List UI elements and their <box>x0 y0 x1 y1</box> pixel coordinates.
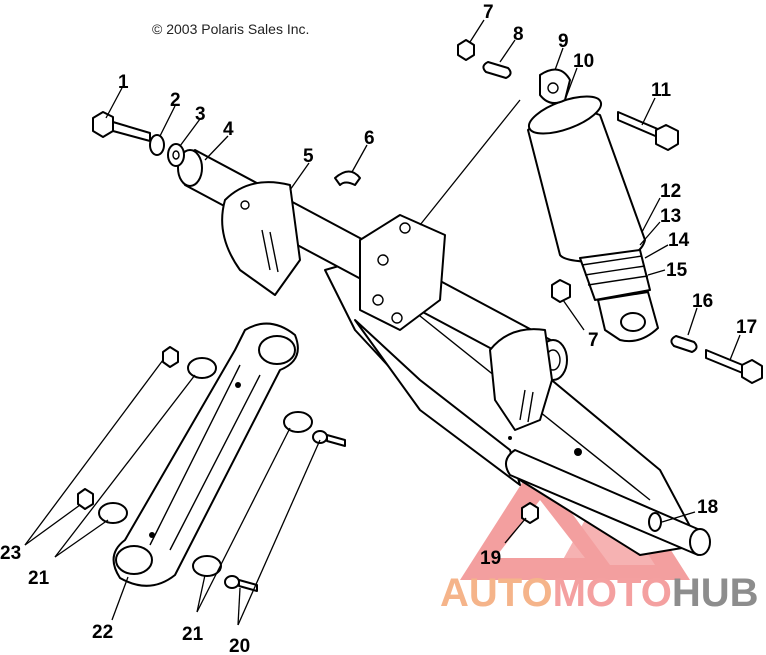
nut-7-top <box>457 39 475 61</box>
left-bracket <box>221 181 301 296</box>
callout-16: 16 <box>692 291 713 312</box>
washer-21-c <box>98 502 128 524</box>
bushing-8 <box>482 61 512 79</box>
callout-7-lower: 7 <box>588 330 599 351</box>
callout-9: 9 <box>558 31 569 52</box>
bushing-16 <box>670 335 698 353</box>
washer-21-a <box>187 357 217 379</box>
bolt-17 <box>705 349 763 384</box>
washer-21-b <box>283 411 313 433</box>
callout-23: 23 <box>0 543 21 564</box>
washer-3 <box>167 143 185 167</box>
callout-17: 17 <box>736 317 757 338</box>
washer-21-d <box>192 555 222 577</box>
bolt-11 <box>617 111 679 151</box>
nut-23-b <box>77 488 94 510</box>
callout-4: 4 <box>223 119 234 140</box>
callout-2: 2 <box>170 90 181 111</box>
bolt-1 <box>92 111 151 142</box>
callout-13: 13 <box>660 206 681 227</box>
callout-11: 11 <box>651 80 672 101</box>
bolt-20-a <box>312 430 346 447</box>
center-clamp <box>359 214 446 331</box>
callout-20: 20 <box>229 636 250 655</box>
watermark-text: AUTOMOTOHUB <box>440 571 759 615</box>
callout-15: 15 <box>666 260 688 281</box>
callout-5: 5 <box>303 146 314 167</box>
callout-21-bottom: 21 <box>182 624 204 645</box>
bolt-20-b <box>224 575 258 592</box>
watermark-moto: MOTO <box>553 571 672 615</box>
callout-19: 19 <box>480 548 501 569</box>
callout-7-top: 7 <box>483 2 494 23</box>
watermark-hub: HUB <box>672 571 759 615</box>
nut-23-a <box>162 346 179 368</box>
nut-7-lower <box>551 279 571 303</box>
callout-3: 3 <box>195 104 206 125</box>
callout-14: 14 <box>668 230 690 251</box>
rear-axle <box>505 449 711 556</box>
callout-22: 22 <box>92 622 113 643</box>
callout-1: 1 <box>118 72 129 93</box>
watermark-auto: AUTO <box>440 571 553 615</box>
leader-lines <box>24 19 741 626</box>
clip-6 <box>334 170 361 186</box>
callout-21-left: 21 <box>28 568 50 589</box>
callout-8: 8 <box>513 24 524 45</box>
callout-12: 12 <box>660 181 681 202</box>
washer-2 <box>149 134 165 156</box>
right-bracket <box>489 328 553 431</box>
link-arm <box>112 322 299 587</box>
callout-10: 10 <box>573 51 594 72</box>
copyright-text: © 2003 Polaris Sales Inc. <box>152 21 309 37</box>
shock-absorber <box>527 68 659 343</box>
callout-6: 6 <box>364 128 375 149</box>
callout-18: 18 <box>697 497 718 518</box>
